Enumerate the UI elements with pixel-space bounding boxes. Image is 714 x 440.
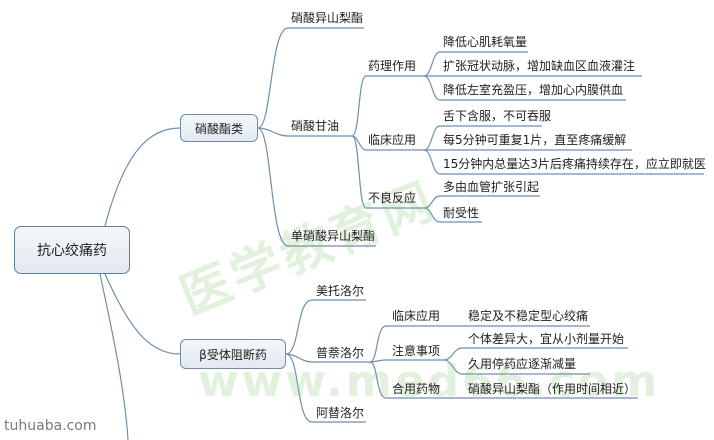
node-nitroglycerin: 硝酸甘油 xyxy=(291,119,340,133)
root-node: 抗心绞痛药 xyxy=(14,226,130,274)
leaf-adv-2: 耐受性 xyxy=(443,206,480,220)
connector-nitrates-ismn xyxy=(257,127,376,247)
node-propranolol: 普萘洛尔 xyxy=(316,346,365,360)
node-atenolol: 阿替洛尔 xyxy=(316,406,365,420)
node-prop-combination: 合用药物 xyxy=(392,382,441,396)
leaf-prop-clin-1: 稳定及不稳定型心绞痛 xyxy=(468,309,589,323)
connector-adv-2 xyxy=(423,207,482,223)
connector-beta-meto xyxy=(285,299,366,355)
connector-prop-comb xyxy=(369,361,444,399)
connector-beta-aten xyxy=(285,353,366,423)
connector-prec-2 xyxy=(443,359,590,375)
leaf-clin-1: 舌下含服，不可吞服 xyxy=(443,109,552,123)
leaf-prop-prec-1: 个体差异大，宜从小剂量开始 xyxy=(468,332,625,346)
connector-root-more xyxy=(99,273,129,440)
leaf-pharm-1: 降低心肌耗氧量 xyxy=(443,35,528,49)
leaf-clin-3: 15分钟内总量达3片后疼痛持续存在，应立即就医 xyxy=(443,157,706,171)
leaf-adv-1: 多由血管扩张引起 xyxy=(443,180,540,194)
node-prop-clinical: 临床应用 xyxy=(392,309,441,323)
connector-beta-prop xyxy=(285,353,370,363)
node-prop-precautions: 注意事项 xyxy=(392,344,441,358)
connector-ntg-pharm xyxy=(351,75,424,137)
connector-prop-prec xyxy=(369,359,444,363)
node-metoprolol: 美托洛尔 xyxy=(316,284,365,298)
leaf-clin-2: 每5分钟可重复1片，直至疼痛缓解 xyxy=(443,133,627,147)
connector-pharm-3 xyxy=(423,75,626,101)
node-isosorbide-dinitrate: 硝酸异山梨酯 xyxy=(291,11,364,25)
node-adverse-reactions: 不良反应 xyxy=(368,191,417,205)
connector-ntg-adverse xyxy=(351,135,424,209)
connector-pharm-1 xyxy=(423,51,528,77)
connector-nitrates-isdn xyxy=(257,27,364,129)
connector-clin-3 xyxy=(423,149,704,175)
leaf-pharm-2: 扩张冠状动脉，增加缺血区血液灌注 xyxy=(443,59,636,73)
connector-clin-1 xyxy=(423,125,542,151)
category-nitrates: 硝酸酯类 xyxy=(180,114,258,142)
connector-adv-1 xyxy=(423,195,540,209)
node-clinical-use: 临床应用 xyxy=(368,133,417,147)
node-pharmacology: 药理作用 xyxy=(368,59,417,73)
connector-prec-1 xyxy=(443,347,628,361)
connector-prop-clinical xyxy=(369,325,444,363)
leaf-prop-prec-2: 久用停药应逐渐减量 xyxy=(468,357,577,371)
connector-root-nitrates xyxy=(104,127,181,227)
node-isosorbide-mononitrate: 单硝酸异山梨酯 xyxy=(291,229,376,243)
leaf-prop-comb-1: 硝酸异山梨酯（作用时间相近） xyxy=(468,382,637,396)
connector-root-beta xyxy=(104,273,181,355)
connector-nitrates-ntg xyxy=(257,127,352,137)
leaf-pharm-3: 降低左室充盈压，增加心内膜供血 xyxy=(443,83,624,97)
category-beta-blockers: β受体阻断药 xyxy=(180,339,286,369)
